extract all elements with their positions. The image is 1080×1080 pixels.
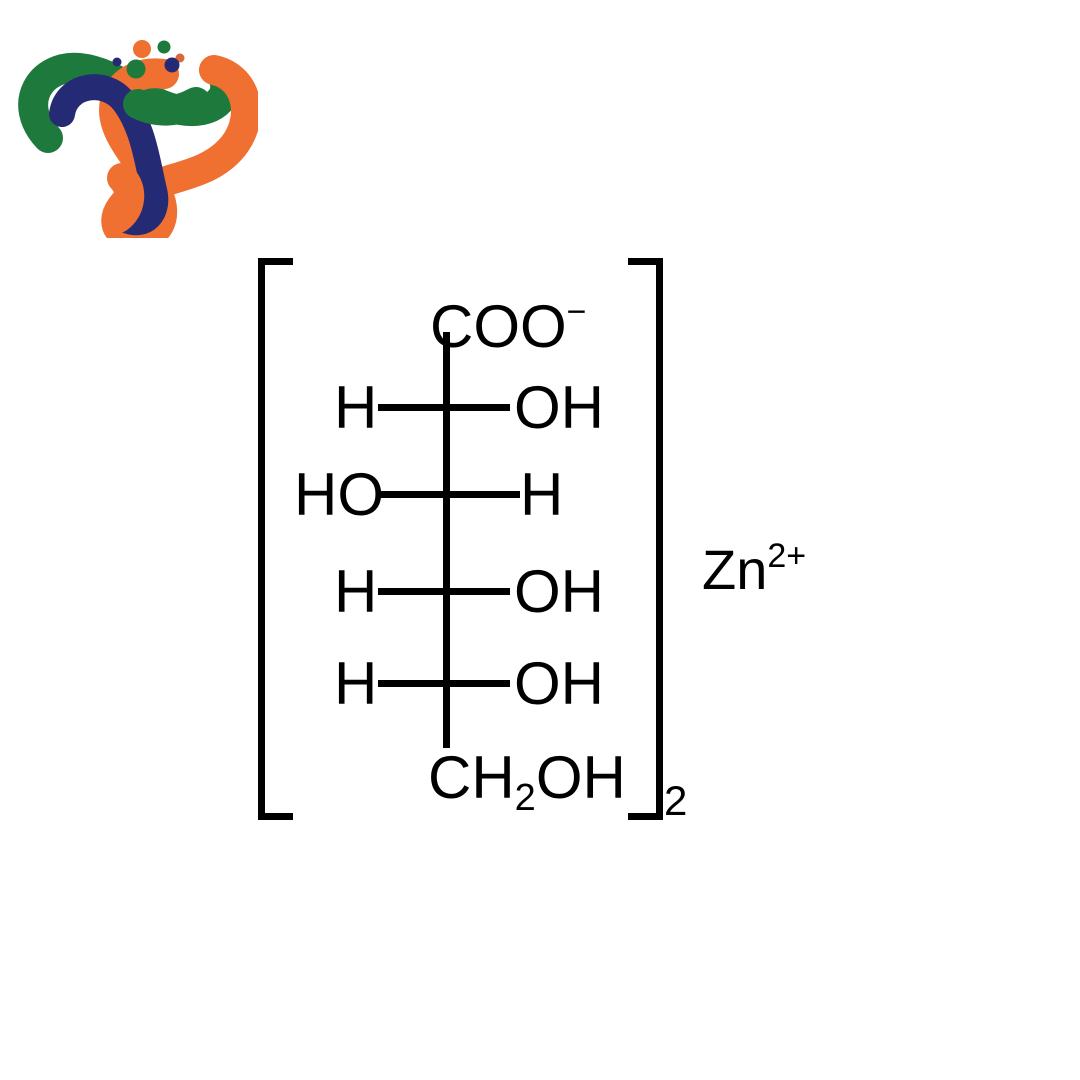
row-3-left-label: H [334,558,378,625]
top-group-label: COO− [430,282,587,357]
logo-dot [164,57,180,73]
backbone-bond-3 [443,492,450,594]
row-3-right-label: OH [514,558,604,625]
organization-logo [18,18,261,252]
bottom-group-label: CH2OH [428,748,626,828]
bottom-group-subscript: 2 [514,777,536,819]
logo-orange-overlap [103,163,145,233]
bottom-group-text-post: OH [535,744,626,811]
backbone-bond-1 [443,332,450,408]
top-group-text: COO [430,293,567,360]
counter-ion-symbol: Zn [702,538,768,601]
counter-ion-label: Zn2+ [702,528,806,598]
logo-dot [126,59,146,79]
backbone-bond-2 [443,402,450,498]
backbone-bond-4 [443,588,450,686]
counter-ion-charge: 2+ [767,537,807,575]
bracket-multiplier: 2 [664,777,688,824]
bracket-left [258,258,293,820]
logo-dot [112,57,122,67]
row-bond-1 [378,404,510,411]
row-bond-3 [378,588,510,595]
bottom-group-text-pre: CH [428,744,515,811]
logo-dot [157,40,171,54]
row-2-right-label: H [520,461,564,528]
logo-dot [133,40,151,58]
row-1-left-label: H [334,374,378,441]
logo-dots-group [112,40,185,79]
row-2-left-label: HO [294,461,384,528]
top-group-charge: − [566,293,587,331]
logo-navy-ribbon [49,74,169,236]
row-4-left-label: H [334,650,378,717]
logo-green-overlap [123,87,211,126]
backbone-bond-5 [443,680,450,748]
row-bond-2 [380,491,520,498]
bracket-right [628,258,663,820]
row-bond-4 [378,680,510,687]
row-1-right-label: OH [514,374,604,441]
row-4-right-label: OH [514,650,604,717]
logo-knot-icon [18,40,261,252]
